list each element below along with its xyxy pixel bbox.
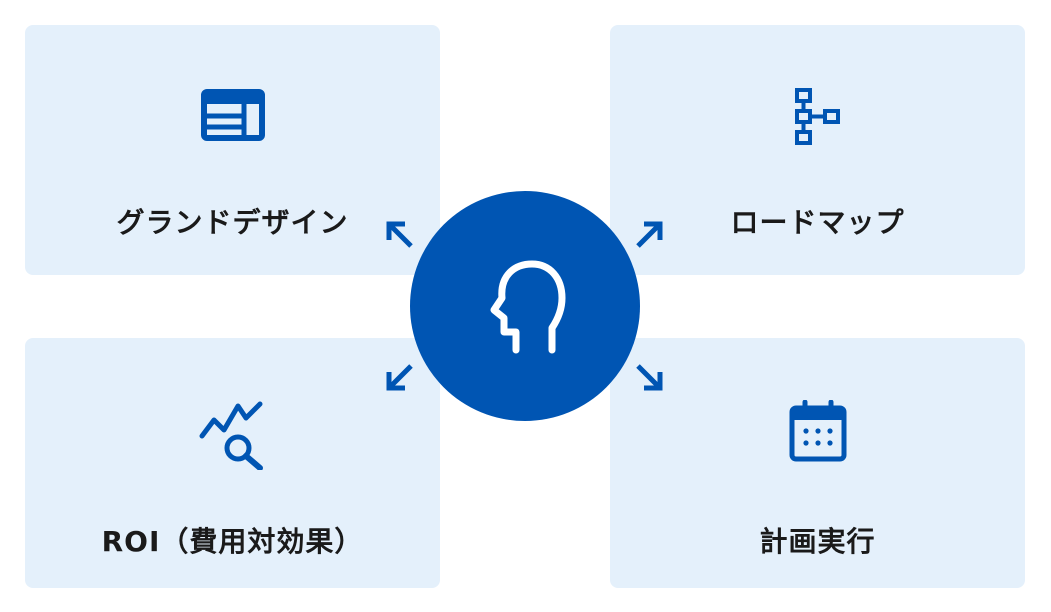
card-label: ROI（費用対効果）: [101, 525, 364, 558]
arrow-up-left-icon: [383, 218, 415, 250]
card-roadmap: ロードマップ: [610, 25, 1025, 275]
card-label: ロードマップ: [730, 206, 905, 239]
arrow-down-right-icon: [634, 362, 666, 394]
card-roi: ROI（費用対効果）: [25, 338, 440, 588]
card-plan-execution: 計画実行: [610, 338, 1025, 588]
center-hub: [410, 191, 640, 421]
card-label: 計画実行: [759, 525, 876, 558]
card-grand-design: グランドデザイン: [25, 25, 440, 275]
arrow-up-right-icon: [634, 218, 666, 250]
arrow-down-left-icon: [383, 362, 415, 394]
card-label: グランドデザイン: [116, 206, 349, 239]
trend-analysis-search-icon: [198, 400, 268, 474]
hierarchy-tree-icon: [794, 87, 842, 151]
layout-window-icon: [200, 89, 265, 145]
calendar-icon: [789, 399, 847, 466]
